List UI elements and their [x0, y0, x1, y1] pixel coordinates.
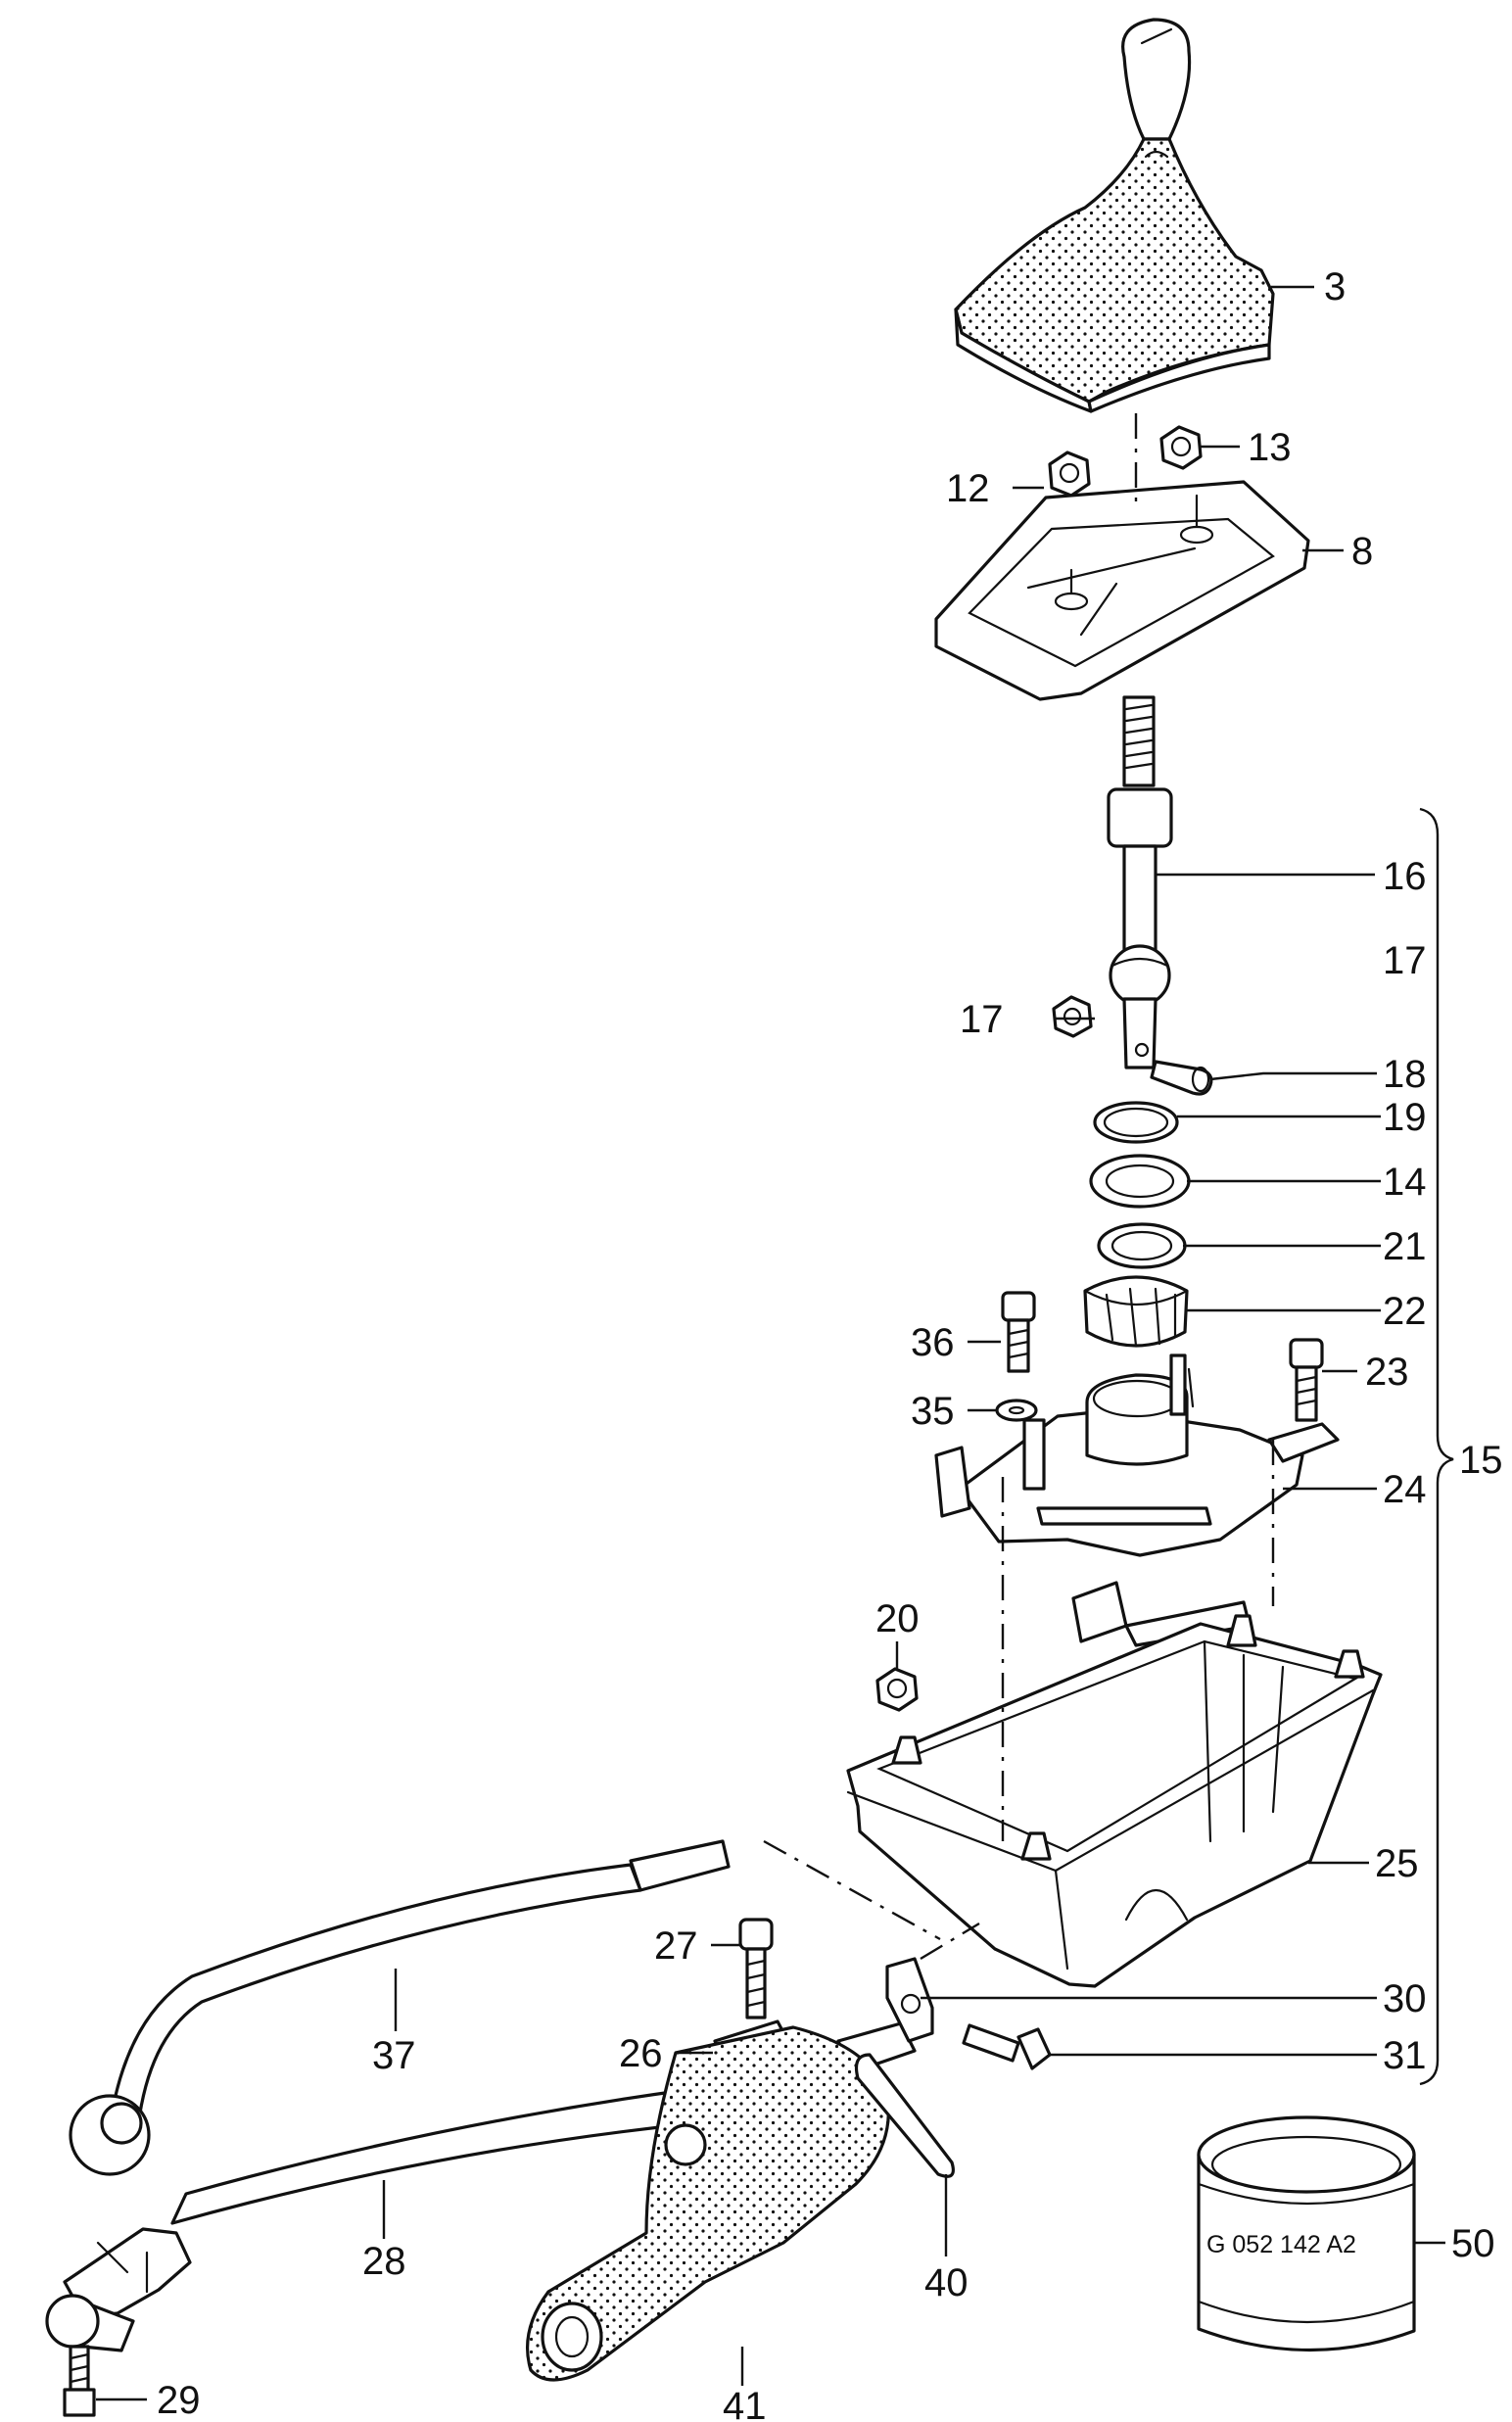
- callout-16: 16: [1383, 855, 1427, 898]
- nut-13: [1159, 425, 1203, 470]
- housing-pan: [846, 1614, 1383, 1988]
- nut-20: [875, 1667, 919, 1712]
- bolt-36: [1001, 1291, 1036, 1373]
- callout-22: 22: [1383, 1290, 1427, 1333]
- bolt-29: [63, 2345, 96, 2417]
- callout-28: 28: [362, 2240, 406, 2283]
- callout-31: 31: [1383, 2034, 1427, 2077]
- callout-27: 27: [654, 1924, 698, 1968]
- bellows-boot-41: [525, 2025, 890, 2382]
- bearing-ring-21: [1097, 1222, 1187, 1269]
- callout-19: 19: [1383, 1096, 1427, 1139]
- nut-17: [1052, 995, 1093, 1038]
- callout-25: 25: [1375, 1842, 1419, 1885]
- circlip-19: [1093, 1101, 1179, 1144]
- washer-35: [995, 1399, 1038, 1422]
- callout-50: 50: [1451, 2222, 1495, 2265]
- callout-35: 35: [911, 1390, 955, 1433]
- sleeve-50: [1197, 2115, 1416, 2352]
- callout-17-nut: 17: [960, 998, 1004, 1041]
- callout-26: 26: [619, 2032, 663, 2075]
- callout-41: 41: [723, 2385, 767, 2422]
- callout-3: 3: [1324, 265, 1346, 309]
- callout-29: 29: [157, 2379, 201, 2422]
- callout-40: 40: [924, 2261, 969, 2304]
- callout-24: 24: [1383, 1468, 1427, 1511]
- bearing-cage-22: [1083, 1275, 1189, 1348]
- cover-plate: [934, 480, 1310, 701]
- ring-14: [1089, 1154, 1191, 1209]
- callout-18: 18: [1383, 1053, 1427, 1096]
- callout-30: 30: [1383, 1977, 1427, 2020]
- bolt-23: [1289, 1338, 1324, 1422]
- bolt-31: [962, 2023, 1052, 2070]
- gear-knob-with-boot: [954, 18, 1275, 413]
- callout-17-group: 17: [1383, 939, 1427, 982]
- callout-13: 13: [1248, 426, 1292, 469]
- nut-12: [1048, 451, 1091, 498]
- pin-18: [1150, 1060, 1213, 1096]
- callout-8: 8: [1351, 530, 1373, 573]
- callout-labels: 3 13 12 8 16 17 17 18 19 14 21 22 36 23 …: [157, 265, 1503, 2422]
- select-rod-37: [69, 1839, 731, 2176]
- callout-23: 23: [1365, 1351, 1409, 1394]
- callout-37: 37: [372, 2034, 416, 2077]
- callout-21: 21: [1383, 1225, 1427, 1268]
- bolt-27: [738, 1918, 774, 2019]
- gear-lever-rod: [1107, 695, 1173, 1069]
- callout-12: 12: [946, 467, 990, 510]
- leader-lines: [96, 285, 1454, 2401]
- callout-36: 36: [911, 1321, 955, 1364]
- callout-20: 20: [875, 1597, 920, 1640]
- callout-14: 14: [1383, 1161, 1427, 1204]
- callout-15: 15: [1459, 1439, 1503, 1482]
- shift-housing-bracket: [934, 1353, 1340, 1647]
- part-number-stamp: G 052 142 A2: [1206, 2231, 1356, 2258]
